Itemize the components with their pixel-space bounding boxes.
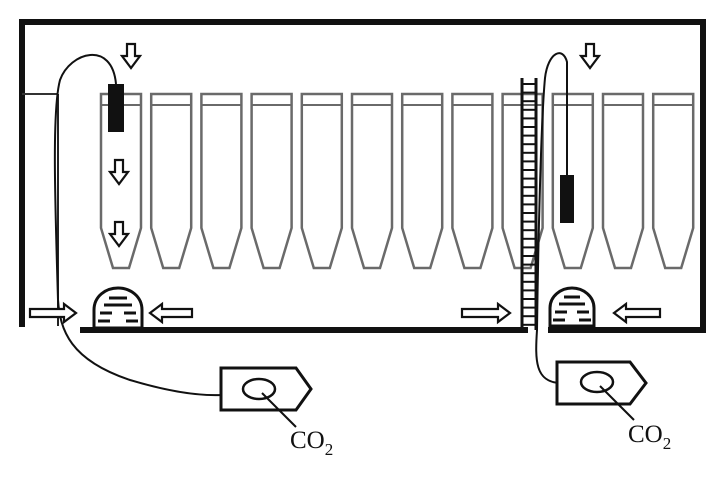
left-co2-leader-line bbox=[261, 392, 297, 428]
left-probe bbox=[53, 53, 223, 397]
left-co2-label-subscript: 2 bbox=[325, 440, 334, 459]
right-arrow-ladder-inflow bbox=[460, 301, 512, 325]
left-arrow-left-stirrer bbox=[148, 301, 194, 325]
right-co2-label-text: CO bbox=[628, 421, 663, 448]
tube-11 bbox=[601, 92, 645, 270]
tube-12 bbox=[651, 92, 695, 270]
down-arrow-inlet-left bbox=[119, 42, 143, 70]
right-co2-label: CO2 bbox=[628, 421, 671, 453]
down-arrow-inlet-right bbox=[578, 42, 602, 70]
right-co2-label-subscript: 2 bbox=[663, 434, 672, 453]
tube-8 bbox=[451, 92, 494, 270]
right-co2-sensor-window bbox=[579, 370, 615, 394]
down-arrow-tube-bottom bbox=[107, 220, 131, 248]
left-probe-sensor bbox=[108, 84, 124, 132]
tank bbox=[19, 19, 706, 333]
tube-7 bbox=[400, 92, 444, 270]
tube-6 bbox=[350, 92, 394, 270]
tube-row bbox=[99, 92, 695, 270]
flow-arrows bbox=[28, 42, 662, 325]
left-stirrer bbox=[92, 286, 144, 330]
ladder-rack bbox=[520, 78, 538, 330]
right-arrow-left-inflow bbox=[28, 301, 78, 325]
right-co2-leader-line bbox=[599, 385, 635, 421]
right-co2-sensor-housing bbox=[555, 360, 648, 406]
left-co2-label: CO2 bbox=[290, 427, 333, 459]
tube-4 bbox=[250, 92, 293, 270]
right-probe bbox=[535, 52, 574, 384]
tube-5 bbox=[300, 92, 344, 270]
down-arrow-tube-mid bbox=[107, 158, 131, 186]
left-co2-sensor-window bbox=[241, 377, 277, 401]
right-co2-sensor bbox=[555, 360, 648, 421]
left-co2-label-text: CO bbox=[290, 427, 325, 454]
left-co2-sensor bbox=[219, 366, 313, 428]
right-probe-cable bbox=[535, 52, 568, 384]
tube-2 bbox=[149, 92, 193, 270]
left-probe-cable bbox=[53, 53, 223, 397]
right-probe-sensor bbox=[560, 175, 574, 223]
right-stirrer bbox=[548, 286, 596, 328]
left-arrow-right-stirrer bbox=[612, 301, 662, 325]
tube-3 bbox=[200, 92, 243, 270]
tank-outline bbox=[19, 19, 706, 333]
left-co2-sensor-housing bbox=[219, 366, 313, 412]
